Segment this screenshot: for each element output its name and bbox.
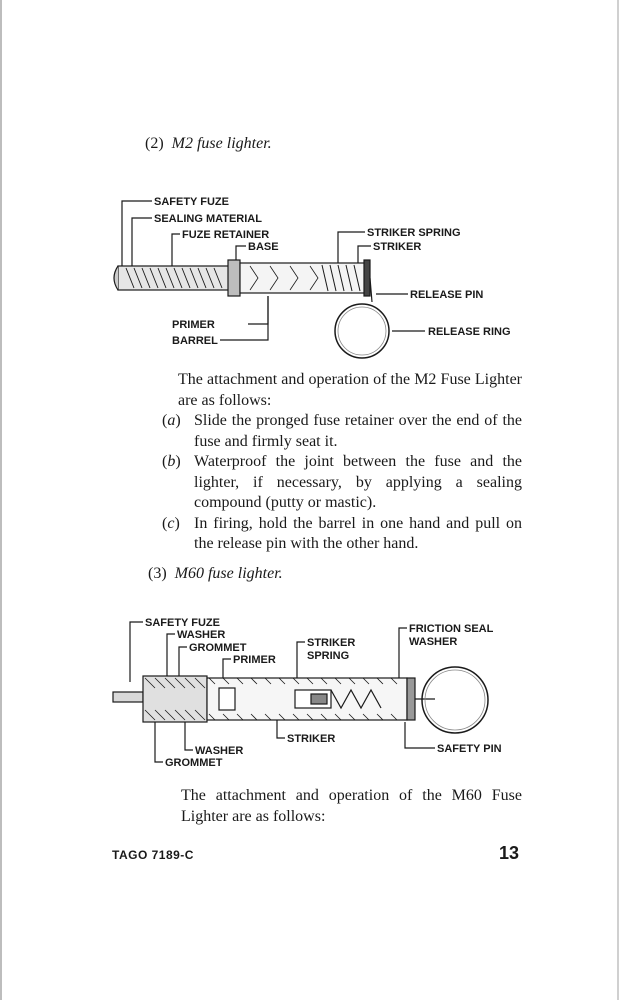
section-number: (3) (148, 565, 167, 582)
list-marker: (b) (162, 453, 181, 470)
m2-steps-list: (a) Slide the pronged fuse retainer over… (162, 411, 522, 555)
label-washer-bottom: WASHER (195, 745, 243, 757)
list-item-text: In firing, hold the barrel in one hand a… (194, 514, 522, 553)
label-safety-fuze: SAFETY FUZE (154, 196, 229, 208)
label-washer-top: WASHER (177, 629, 225, 641)
label-striker-spring-line2: SPRING (307, 650, 349, 662)
list-item: (a) Slide the pronged fuse retainer over… (162, 411, 522, 452)
label-safety-pin: SAFETY PIN (437, 743, 502, 755)
section-heading-m60: (3) M60 fuse lighter. (148, 565, 283, 583)
label-striker: STRIKER (373, 241, 421, 253)
list-marker: (a) (162, 412, 181, 429)
footer-code: TAGO 7189-C (112, 848, 194, 862)
label-fuze-retainer: FUZE RETAINER (182, 229, 269, 241)
page-edge-right (617, 0, 619, 1000)
label-primer: PRIMER (233, 654, 276, 666)
list-item-text: Slide the pronged fuse retainer over the… (194, 412, 522, 450)
label-friction-seal-line2: WASHER (409, 636, 457, 648)
label-barrel: BARREL (172, 335, 218, 347)
label-release-pin: RELEASE PIN (410, 289, 483, 301)
m2-intro-paragraph: The attachment and operation of the M2 F… (178, 371, 522, 409)
label-release-ring: RELEASE RING (428, 326, 511, 338)
label-friction-seal-line1: FRICTION SEAL (409, 623, 494, 635)
m2-fuse-lighter-diagram: SAFETY FUZE SEALING MATERIAL FUZE RETAIN… (113, 196, 511, 359)
label-base: BASE (248, 241, 279, 253)
label-safety-fuze: SAFETY FUZE (145, 617, 220, 629)
list-item: (c) In firing, hold the barrel in one ha… (162, 514, 522, 555)
label-striker-spring: STRIKER SPRING (367, 227, 461, 239)
list-marker: (c) (162, 514, 180, 532)
label-sealing-material: SEALING MATERIAL (154, 213, 262, 225)
section-title: M2 fuse lighter. (171, 135, 272, 152)
label-primer: PRIMER (172, 319, 215, 331)
label-grommet-bottom: GROMMET (165, 757, 223, 769)
page-edge-left (0, 0, 2, 1000)
section-title: M60 fuse lighter. (174, 565, 283, 582)
label-grommet-top: GROMMET (189, 642, 247, 654)
list-item-text: Waterproof the joint between the fuse an… (194, 453, 522, 511)
section-number: (2) (145, 135, 164, 152)
m60-fuse-lighter-diagram: SAFETY FUZE WASHER GROMMET PRIMER STRIKE… (112, 617, 502, 769)
page-number: 13 (499, 843, 520, 863)
label-striker: STRIKER (287, 733, 335, 745)
list-item: (b) Waterproof the joint between the fus… (162, 452, 522, 514)
label-striker-spring-line1: STRIKER (307, 637, 355, 649)
section-heading-m2: (2) M2 fuse lighter. (145, 135, 272, 153)
m60-intro-paragraph: The attachment and operation of the M60 … (181, 787, 522, 825)
